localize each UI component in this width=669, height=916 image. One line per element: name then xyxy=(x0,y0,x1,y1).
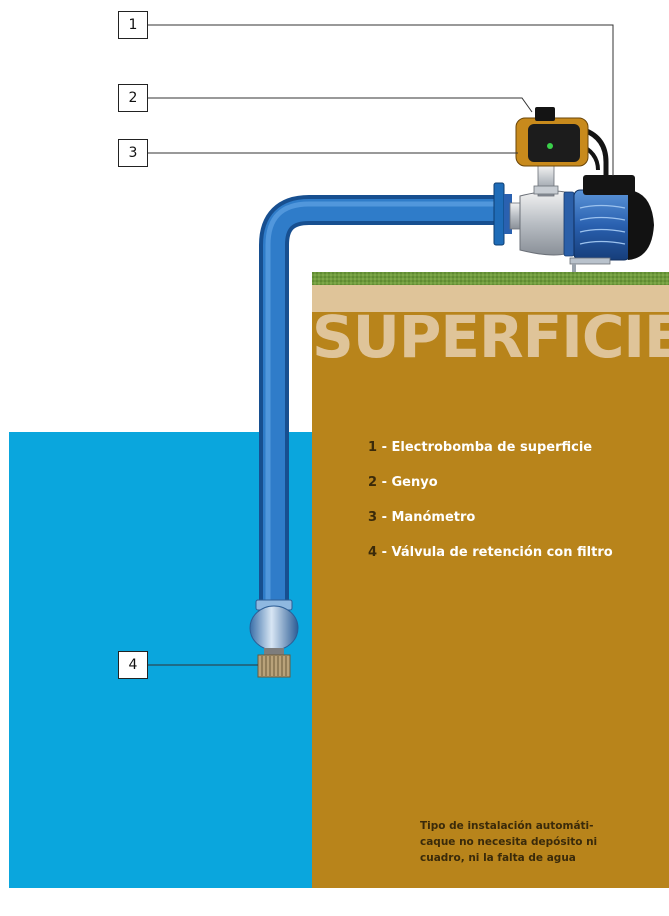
note-line: cuadro, ni la falta de agua xyxy=(420,852,576,864)
installation-note: Tipo de instalación automáti- caque no n… xyxy=(420,818,630,866)
callout-line-2 xyxy=(148,97,533,113)
pipe-flange xyxy=(493,182,505,246)
callout-number: 2 xyxy=(128,90,138,106)
note-line: Tipo de instalación automáti- xyxy=(420,820,594,832)
callout-box-3: 3 xyxy=(118,139,148,167)
legend-number: 3 xyxy=(368,510,378,525)
legend-list: 1 - Electrobomba de superficie 2 - Genyo… xyxy=(368,440,613,580)
legend-label: - Válvula de retención con filtro xyxy=(381,545,613,560)
legend-number: 2 xyxy=(368,475,378,490)
callout-line-1 xyxy=(148,24,614,176)
surface-title: SUPERFICIE xyxy=(312,308,669,366)
callout-number: 3 xyxy=(128,145,138,161)
suction-pipe xyxy=(259,195,500,605)
legend-item: 4 - Válvula de retención con filtro xyxy=(368,545,613,580)
check-valve-filter-icon xyxy=(249,599,299,678)
callout-box-4: 4 xyxy=(118,651,148,679)
callout-box-1: 1 xyxy=(118,11,148,39)
callout-box-2: 2 xyxy=(118,84,148,112)
topsoil-band xyxy=(312,284,669,312)
legend-item: 1 - Electrobomba de superficie xyxy=(368,440,613,475)
legend-item: 3 - Manómetro xyxy=(368,510,613,545)
pipe-flange-inner xyxy=(504,194,512,234)
note-line: caque no necesita depósito ni xyxy=(420,836,598,848)
legend-label: - Electrobomba de superficie xyxy=(381,440,593,455)
callout-number: 4 xyxy=(128,657,138,673)
grass-strip xyxy=(312,272,669,285)
legend-number: 4 xyxy=(368,545,378,560)
legend-label: - Genyo xyxy=(381,475,438,490)
legend-label: - Manómetro xyxy=(381,510,476,525)
pressure-controller-icon xyxy=(515,107,609,197)
ground-block xyxy=(312,272,669,888)
callout-number: 1 xyxy=(128,17,138,33)
electric-surface-pump-icon xyxy=(509,175,654,272)
legend-number: 1 xyxy=(368,440,378,455)
legend-item: 2 - Genyo xyxy=(368,475,613,510)
